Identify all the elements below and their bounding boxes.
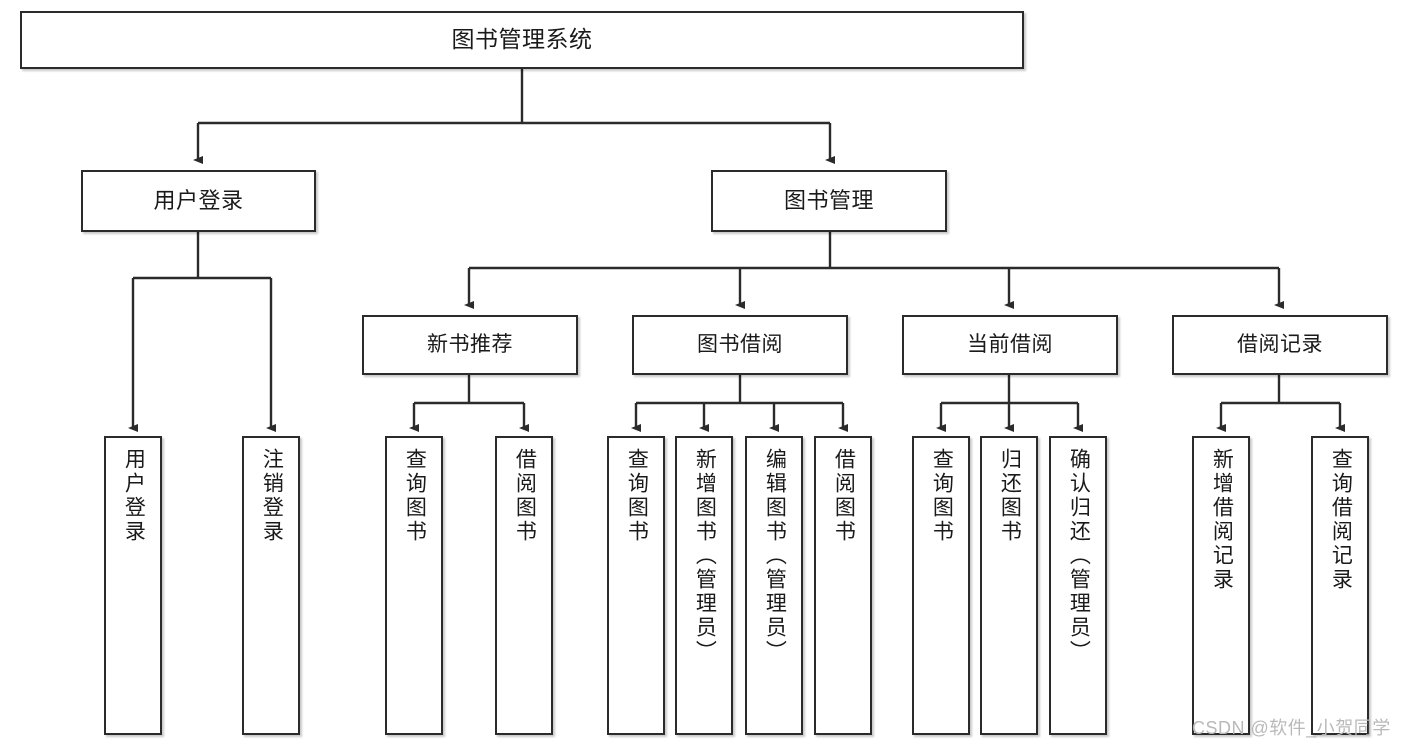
node-label: 编辑图书（管理员） (763, 448, 787, 664)
leaf-logout[interactable]: 注销登录 (242, 436, 300, 735)
node-label: 借阅记录 (1237, 332, 1323, 356)
leaf-confirm-return-admin[interactable]: 确认归还（管理员） (1049, 436, 1107, 735)
node-label: 图书管理 (783, 188, 874, 214)
node-current-borrow[interactable]: 当前借阅 (902, 315, 1118, 375)
node-label: 借阅图书 (513, 448, 537, 544)
leaf-borrow-books-recommend[interactable]: 借阅图书 (495, 436, 553, 735)
node-label: 查询图书 (403, 448, 427, 544)
node-label: 借阅图书 (832, 448, 856, 544)
node-label: 用户登录 (153, 188, 244, 214)
node-book-borrow[interactable]: 图书借阅 (632, 315, 848, 375)
node-label: 查询图书 (930, 448, 954, 544)
leaf-user-login[interactable]: 用户登录 (104, 436, 162, 735)
node-new-book-recommend[interactable]: 新书推荐 (362, 315, 578, 375)
node-user-login[interactable]: 用户登录 (81, 170, 316, 232)
node-label: 查询图书 (625, 448, 649, 544)
node-label: 归还图书 (998, 448, 1022, 544)
node-book-management[interactable]: 图书管理 (711, 170, 947, 232)
node-root-book-management-system[interactable]: 图书管理系统 (20, 11, 1024, 69)
node-label: 查询借阅记录 (1329, 448, 1353, 592)
node-label: 新增图书（管理员） (693, 448, 717, 664)
node-label: 图书管理系统 (451, 26, 593, 53)
leaf-query-books-current[interactable]: 查询图书 (912, 436, 970, 735)
leaf-add-book-admin[interactable]: 新增图书（管理员） (675, 436, 733, 735)
leaf-edit-book-admin[interactable]: 编辑图书（管理员） (745, 436, 803, 735)
node-label: 新增借阅记录 (1210, 448, 1234, 592)
node-label: 确认归还（管理员） (1067, 448, 1091, 664)
leaf-borrow-books[interactable]: 借阅图书 (814, 436, 872, 735)
node-borrow-record[interactable]: 借阅记录 (1172, 315, 1388, 375)
leaf-add-borrow-record[interactable]: 新增借阅记录 (1192, 436, 1250, 735)
leaf-query-borrow-record[interactable]: 查询借阅记录 (1311, 436, 1369, 735)
node-label: 用户登录 (122, 448, 146, 544)
leaf-return-books[interactable]: 归还图书 (980, 436, 1038, 735)
leaf-query-books-borrow[interactable]: 查询图书 (607, 436, 665, 735)
node-label: 新书推荐 (427, 332, 513, 356)
node-label: 注销登录 (260, 448, 284, 544)
node-label: 图书借阅 (697, 332, 783, 356)
leaf-query-books-recommend[interactable]: 查询图书 (385, 436, 443, 735)
node-label: 当前借阅 (967, 332, 1053, 356)
